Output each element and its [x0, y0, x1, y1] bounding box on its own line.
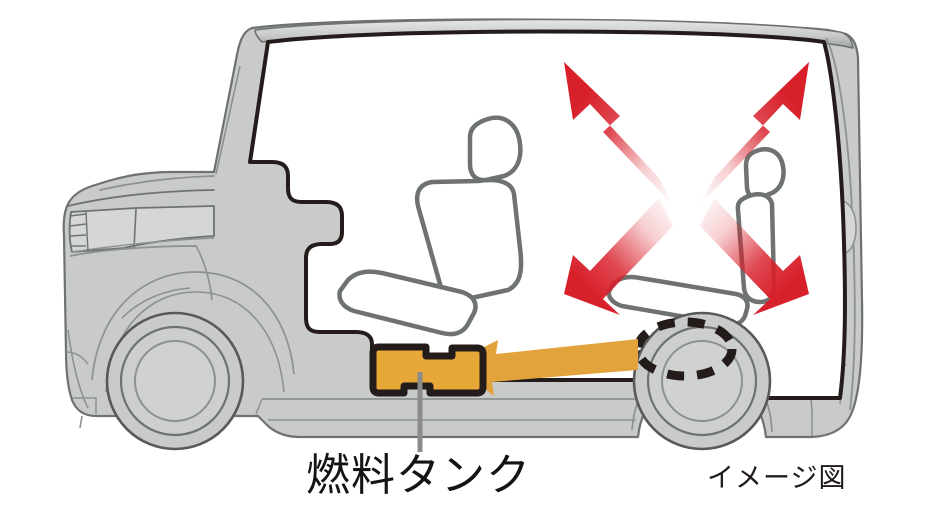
image-note-label: イメージ図	[707, 463, 847, 494]
red-arrow-down-left	[564, 198, 673, 315]
former-fuel-tank-position-oval	[633, 317, 737, 381]
fuel-tank-relocation-arrow	[452, 339, 638, 396]
headlight-divider	[133, 208, 137, 249]
hood-edge	[67, 189, 215, 207]
front-fender-crease	[121, 287, 191, 319]
rear-seat-headrest	[743, 147, 786, 201]
hood-crease	[99, 175, 215, 191]
red-arrow-up-right	[700, 62, 809, 205]
front-seat-cushion	[337, 269, 478, 337]
fuel-tank	[369, 343, 487, 397]
bumper-corner	[65, 351, 89, 365]
front-wheel	[105, 311, 245, 451]
front-rim-inner	[134, 340, 216, 422]
rear-rim-inner	[661, 340, 743, 422]
front-bumper	[69, 245, 213, 301]
fuel-tank-label: 燃料タンク	[306, 450, 531, 501]
red-arrow-down-right	[700, 198, 809, 315]
front-fender-arch-outer	[91, 271, 295, 381]
cowl-line	[215, 65, 241, 175]
front-bumper-lower	[67, 329, 89, 409]
rear-wheel	[632, 311, 772, 451]
red-arrow-up-left	[564, 62, 673, 205]
sill-front-cap	[255, 398, 263, 415]
front-seat-headrest	[467, 115, 523, 183]
front-lip	[72, 397, 97, 414]
front-seat	[337, 115, 524, 337]
grille	[69, 211, 89, 253]
front-antenna-stub	[79, 415, 83, 429]
headlight	[68, 205, 215, 253]
